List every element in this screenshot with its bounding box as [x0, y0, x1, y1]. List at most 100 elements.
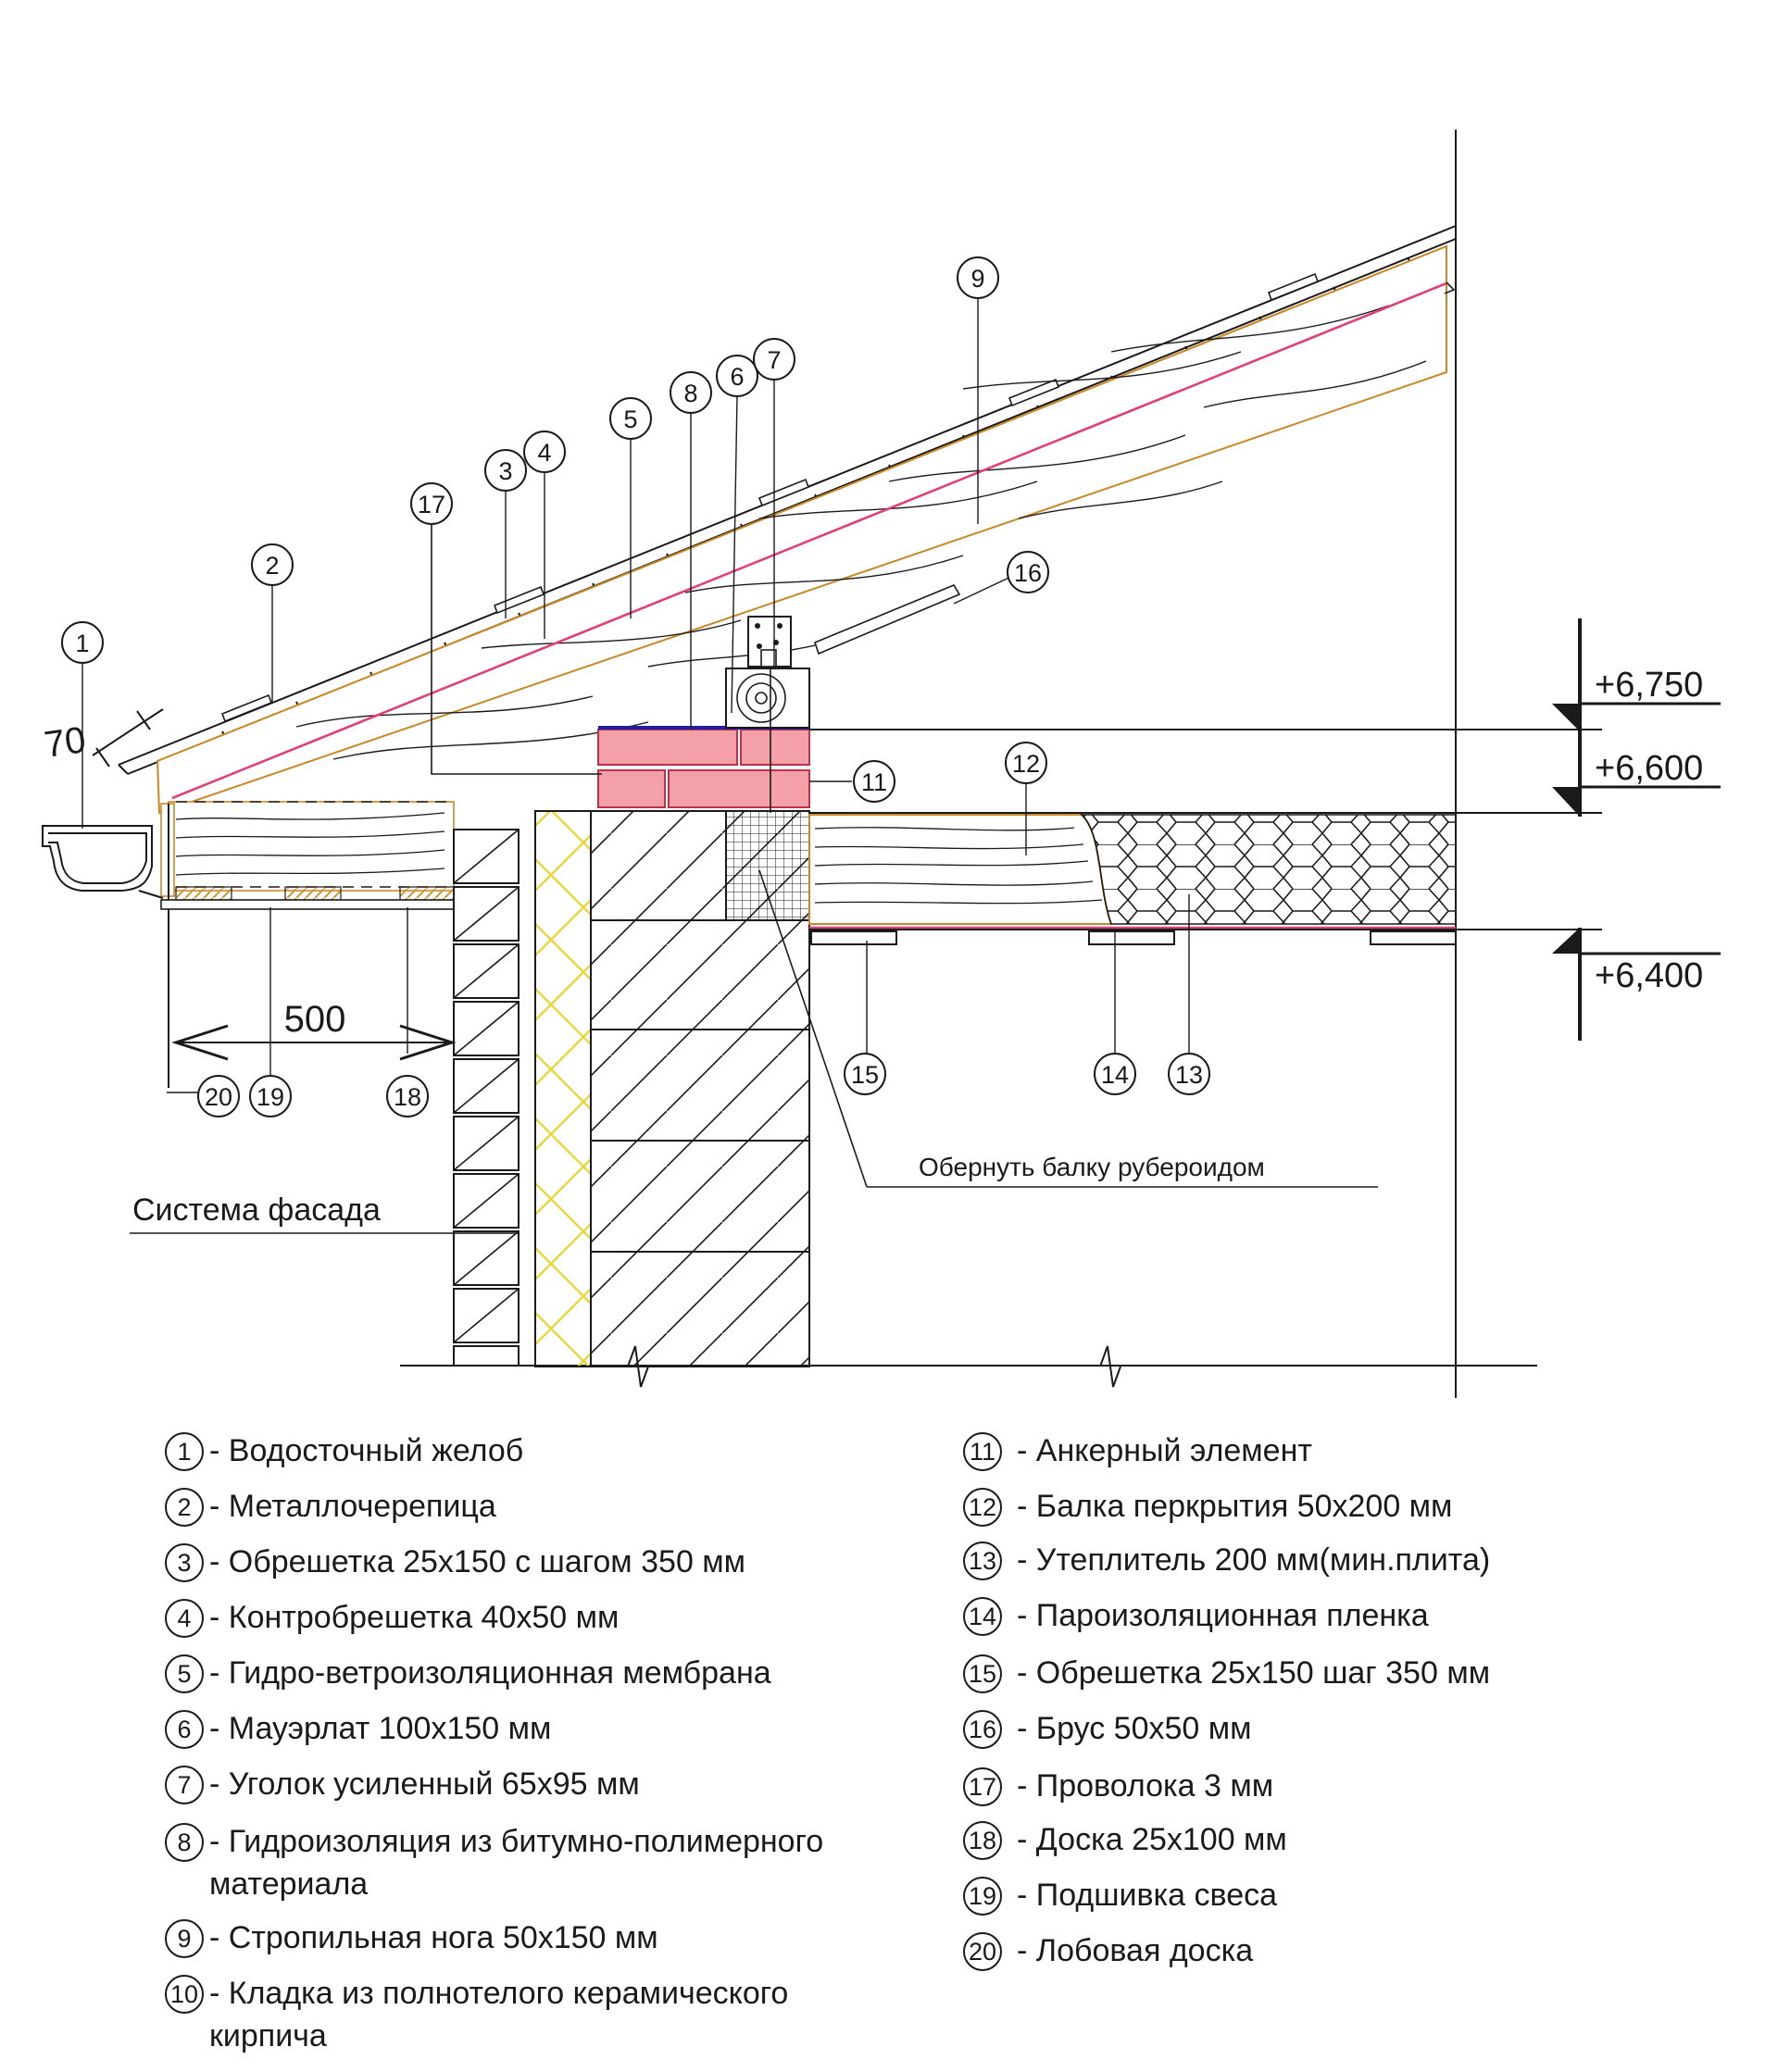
legend-text: - Обрешетка 25х150 шаг 350 мм	[1017, 1655, 1491, 1691]
legend-number: 18	[963, 1821, 1002, 1860]
wrap-beam-note-text: Обернуть балку рубероидом	[919, 1153, 1265, 1181]
legend-item-5: 5 - Гидро-ветроизоляционная мембрана	[165, 1654, 933, 1713]
legend-text: - Мауэрлат 100х150 мм	[209, 1711, 552, 1746]
legend-item-7: 7 - Уголок усиленный 65х95 мм	[165, 1766, 933, 1826]
legend-number: 20	[963, 1932, 1002, 1971]
legend-item-2: 2 - Металлочерепица	[165, 1488, 933, 1546]
legend-number: 10	[165, 1975, 204, 2014]
legend-item-3: 3 - Обрешетка 25х150 с шагом 350 мм	[165, 1543, 933, 1602]
elevation-lines	[809, 729, 1602, 930]
marker-2-number: 2	[265, 552, 279, 580]
legend-item-14: 14 - Пароизоляционная пленка	[963, 1597, 1611, 1657]
legend-text: - Утеплитель 200 мм(мин.плита)	[1017, 1542, 1491, 1578]
legend-item-6: 6 - Мауэрлат 100х150 мм	[165, 1710, 933, 1768]
marker-8: 8	[670, 371, 712, 414]
marker-15-number: 15	[851, 1061, 879, 1089]
legend-text: - Кладка из полнотелого керамического ки…	[209, 1976, 789, 2053]
tie-wire	[431, 507, 602, 775]
soffit-lining	[160, 899, 455, 910]
marker-19-number: 19	[257, 1083, 284, 1111]
legend-text: - Контробрешетка 40х50 мм	[209, 1600, 620, 1635]
marker-7: 7	[753, 338, 795, 381]
wrap-beam-note: Обернуть балку рубероидом	[758, 869, 1378, 1188]
marker-18: 18	[386, 1075, 429, 1117]
legend-item-20: 20 - Лобовая доска	[963, 1932, 1611, 1991]
legend-number: 11	[963, 1432, 1002, 1471]
legend-text: - Стропильная нога 50х150 мм	[209, 1920, 658, 1955]
brick-course	[597, 729, 810, 808]
marker-6-number: 6	[730, 363, 744, 391]
legend-number: 3	[165, 1543, 204, 1582]
marker-7-number: 7	[767, 346, 781, 374]
legend-text: - Пароизоляционная пленка	[1017, 1598, 1429, 1633]
legend-text: - Гидро-ветроизоляционная мембрана	[209, 1655, 771, 1691]
gutter	[42, 825, 164, 899]
marker-1: 1	[61, 621, 104, 664]
legend-number: 9	[165, 1919, 204, 1958]
legend-number: 16	[963, 1710, 1002, 1749]
ceiling-joist	[808, 814, 1113, 925]
legend-text: - Обрешетка 25х150 с шагом 350 мм	[209, 1544, 746, 1579]
legend-number: 8	[165, 1823, 204, 1862]
marker-13: 13	[1168, 1053, 1210, 1095]
elevation-marker-6750: +6,750	[1552, 618, 1721, 731]
legend-text: - Лобовая доска	[1017, 1933, 1254, 1968]
marker-11: 11	[853, 760, 895, 803]
legend-text: - Гидроизоляция из битумно-полимерного м…	[209, 1824, 824, 1902]
legend-number: 15	[963, 1654, 1002, 1693]
wall-plate	[725, 668, 810, 729]
eave-timber	[168, 801, 455, 892]
beam-wrap-mesh	[725, 810, 810, 921]
angle-dimension: 70	[42, 708, 164, 768]
legend-item-12: 12 - Балка перкрытия 50х200 мм	[963, 1488, 1611, 1544]
fascia-board	[160, 803, 175, 1088]
legend-item-4: 4 - Контробрешетка 40х50 мм	[165, 1599, 933, 1657]
angle-dimension-label: 70	[42, 719, 88, 766]
roof-battens	[220, 272, 1320, 723]
legend-number: 12	[963, 1488, 1002, 1527]
legend-text: - Металлочерепица	[209, 1489, 496, 1524]
elevation-label-6750: +6,750	[1595, 666, 1703, 705]
legend-item-17: 17 - Проволока 3 мм	[963, 1767, 1611, 1824]
leader-lines	[81, 298, 1190, 1093]
steel-angle	[747, 616, 792, 813]
marker-3-number: 3	[498, 457, 512, 485]
elevation-label-6600: +6,600	[1595, 749, 1703, 788]
legend-left-column: 1 - Водосточный желоб 2 - Металлочерепиц…	[165, 1432, 933, 2070]
legend-text: - Водосточный желоб	[209, 1433, 524, 1468]
legend-number: 13	[963, 1542, 1002, 1580]
marker-14-number: 14	[1101, 1061, 1129, 1089]
marker-4: 4	[523, 431, 566, 473]
legend-text: - Проволока 3 мм	[1017, 1768, 1274, 1804]
legend-item-16: 16 - Брус 50х50 мм	[963, 1710, 1611, 1770]
marker-9: 9	[957, 256, 999, 299]
facade-note-text: Система фасада	[132, 1192, 381, 1228]
marker-4-number: 4	[537, 439, 551, 467]
masonry-wall	[590, 810, 810, 1367]
ceiling-battens	[810, 930, 1457, 945]
marker-20: 20	[197, 1075, 240, 1117]
timber-block	[814, 583, 961, 655]
legend-number: 2	[165, 1488, 204, 1527]
marker-9-number: 9	[970, 265, 984, 293]
marker-5: 5	[609, 397, 652, 440]
marker-16: 16	[1007, 551, 1049, 593]
marker-2: 2	[251, 543, 294, 586]
legend-number: 14	[963, 1597, 1002, 1636]
marker-18-number: 18	[394, 1083, 421, 1111]
legend-item-10: 10 - Кладка из полнотелого керамического…	[165, 1975, 933, 2070]
marker-15: 15	[844, 1053, 886, 1095]
legend-number: 4	[165, 1599, 204, 1638]
legend-number: 1	[165, 1432, 204, 1471]
legend-text: - Анкерный элемент	[1017, 1433, 1312, 1468]
legend-right-column: 11 - Анкерный элемент 12 - Балка перкрыт…	[963, 1432, 1611, 1991]
marker-6: 6	[716, 355, 758, 397]
marker-12-number: 12	[1012, 750, 1040, 778]
elevation-marker-6600: +6,600	[1552, 731, 1721, 817]
legend-item-15: 15 - Обрешетка 25х150 шаг 350 мм	[963, 1654, 1611, 1713]
facade-brick-diagonals	[453, 829, 520, 1343]
marker-1-number: 1	[75, 630, 89, 657]
marker-13-number: 13	[1175, 1061, 1203, 1089]
soffit-boards	[175, 886, 455, 901]
legend-text: - Уголок усиленный 65х95 мм	[209, 1766, 640, 1802]
